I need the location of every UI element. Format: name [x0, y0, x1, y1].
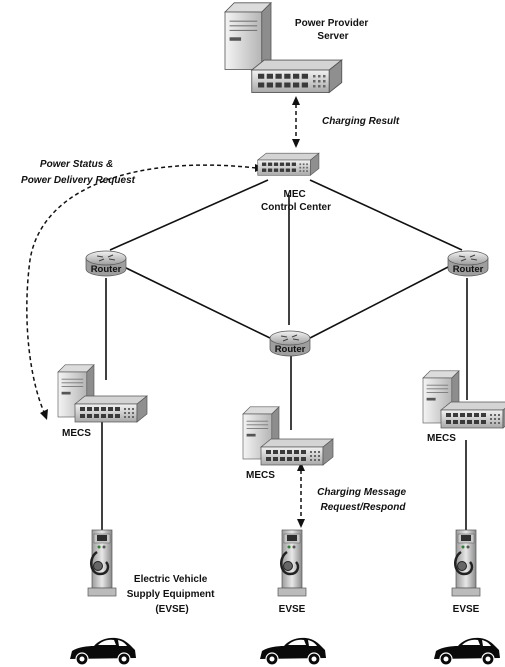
mecs-center-server-icon — [242, 406, 334, 466]
charging-message-label-line1: Charging Message — [317, 487, 406, 498]
charging-message-label: Charging Message Request/Respond — [317, 487, 409, 513]
router-center-label: Router — [275, 344, 306, 355]
mec-control-center-label: MEC Control Center — [261, 189, 331, 213]
mecs-left-label: MECS — [62, 428, 91, 439]
mecs-right-server-icon — [422, 370, 505, 429]
power-provider-label: Power Provider Server — [295, 18, 371, 42]
arrow-power-status — [26, 164, 257, 413]
evse-center-label: EVSE — [279, 604, 306, 615]
mecs-right-label: MECS — [427, 433, 456, 444]
connection-lines — [101, 179, 468, 530]
power-status-label: Power Status & Power Delivery Request — [21, 159, 136, 186]
evse-description-line2: Supply Equipment — [127, 589, 215, 600]
evse-left-icon — [86, 528, 118, 598]
mecs-center-label: MECS — [246, 470, 275, 481]
evse-right-label: EVSE — [453, 604, 480, 615]
evse-right-icon — [450, 528, 482, 598]
router-right-label: Router — [453, 264, 484, 275]
router-left-label: Router — [91, 264, 122, 275]
power-status-label-line2: Power Delivery Request — [21, 175, 136, 186]
evse-left-description: Electric Vehicle Supply Equipment (EVSE) — [127, 574, 218, 615]
mec-label-line1: MEC — [283, 189, 305, 200]
evse-center-icon — [276, 528, 308, 598]
link-router-right-center — [309, 265, 451, 339]
arrowhead-icon — [292, 139, 300, 148]
arrowhead-icon — [297, 519, 305, 528]
car-right-icon — [433, 637, 501, 666]
charging-message-label-line2: Request/Respond — [320, 502, 406, 513]
link-router-left-center — [121, 265, 271, 339]
arrowhead-icon — [292, 96, 300, 105]
charging-result-label: Charging Result — [322, 116, 400, 127]
power-status-label-line1: Power Status & — [40, 159, 113, 170]
power-provider-label-line2: Server — [317, 31, 348, 42]
power-provider-label-line1: Power Provider — [295, 18, 368, 29]
arrowhead-icon — [40, 409, 48, 420]
arrowhead-icon — [297, 462, 305, 471]
car-left-icon — [69, 637, 137, 666]
car-center-icon — [259, 637, 327, 666]
mec-control-center-switch-icon — [257, 152, 320, 176]
evse-description-line3: (EVSE) — [155, 604, 188, 615]
link-mec-router-right — [309, 179, 463, 251]
dashed-arrows — [26, 104, 302, 520]
power-provider-server-icon — [224, 2, 343, 94]
link-mec-router-left — [109, 179, 269, 251]
evse-description-line1: Electric Vehicle — [134, 574, 208, 585]
mec-label-line2: Control Center — [261, 202, 331, 213]
mecs-left-server-icon — [57, 364, 148, 423]
